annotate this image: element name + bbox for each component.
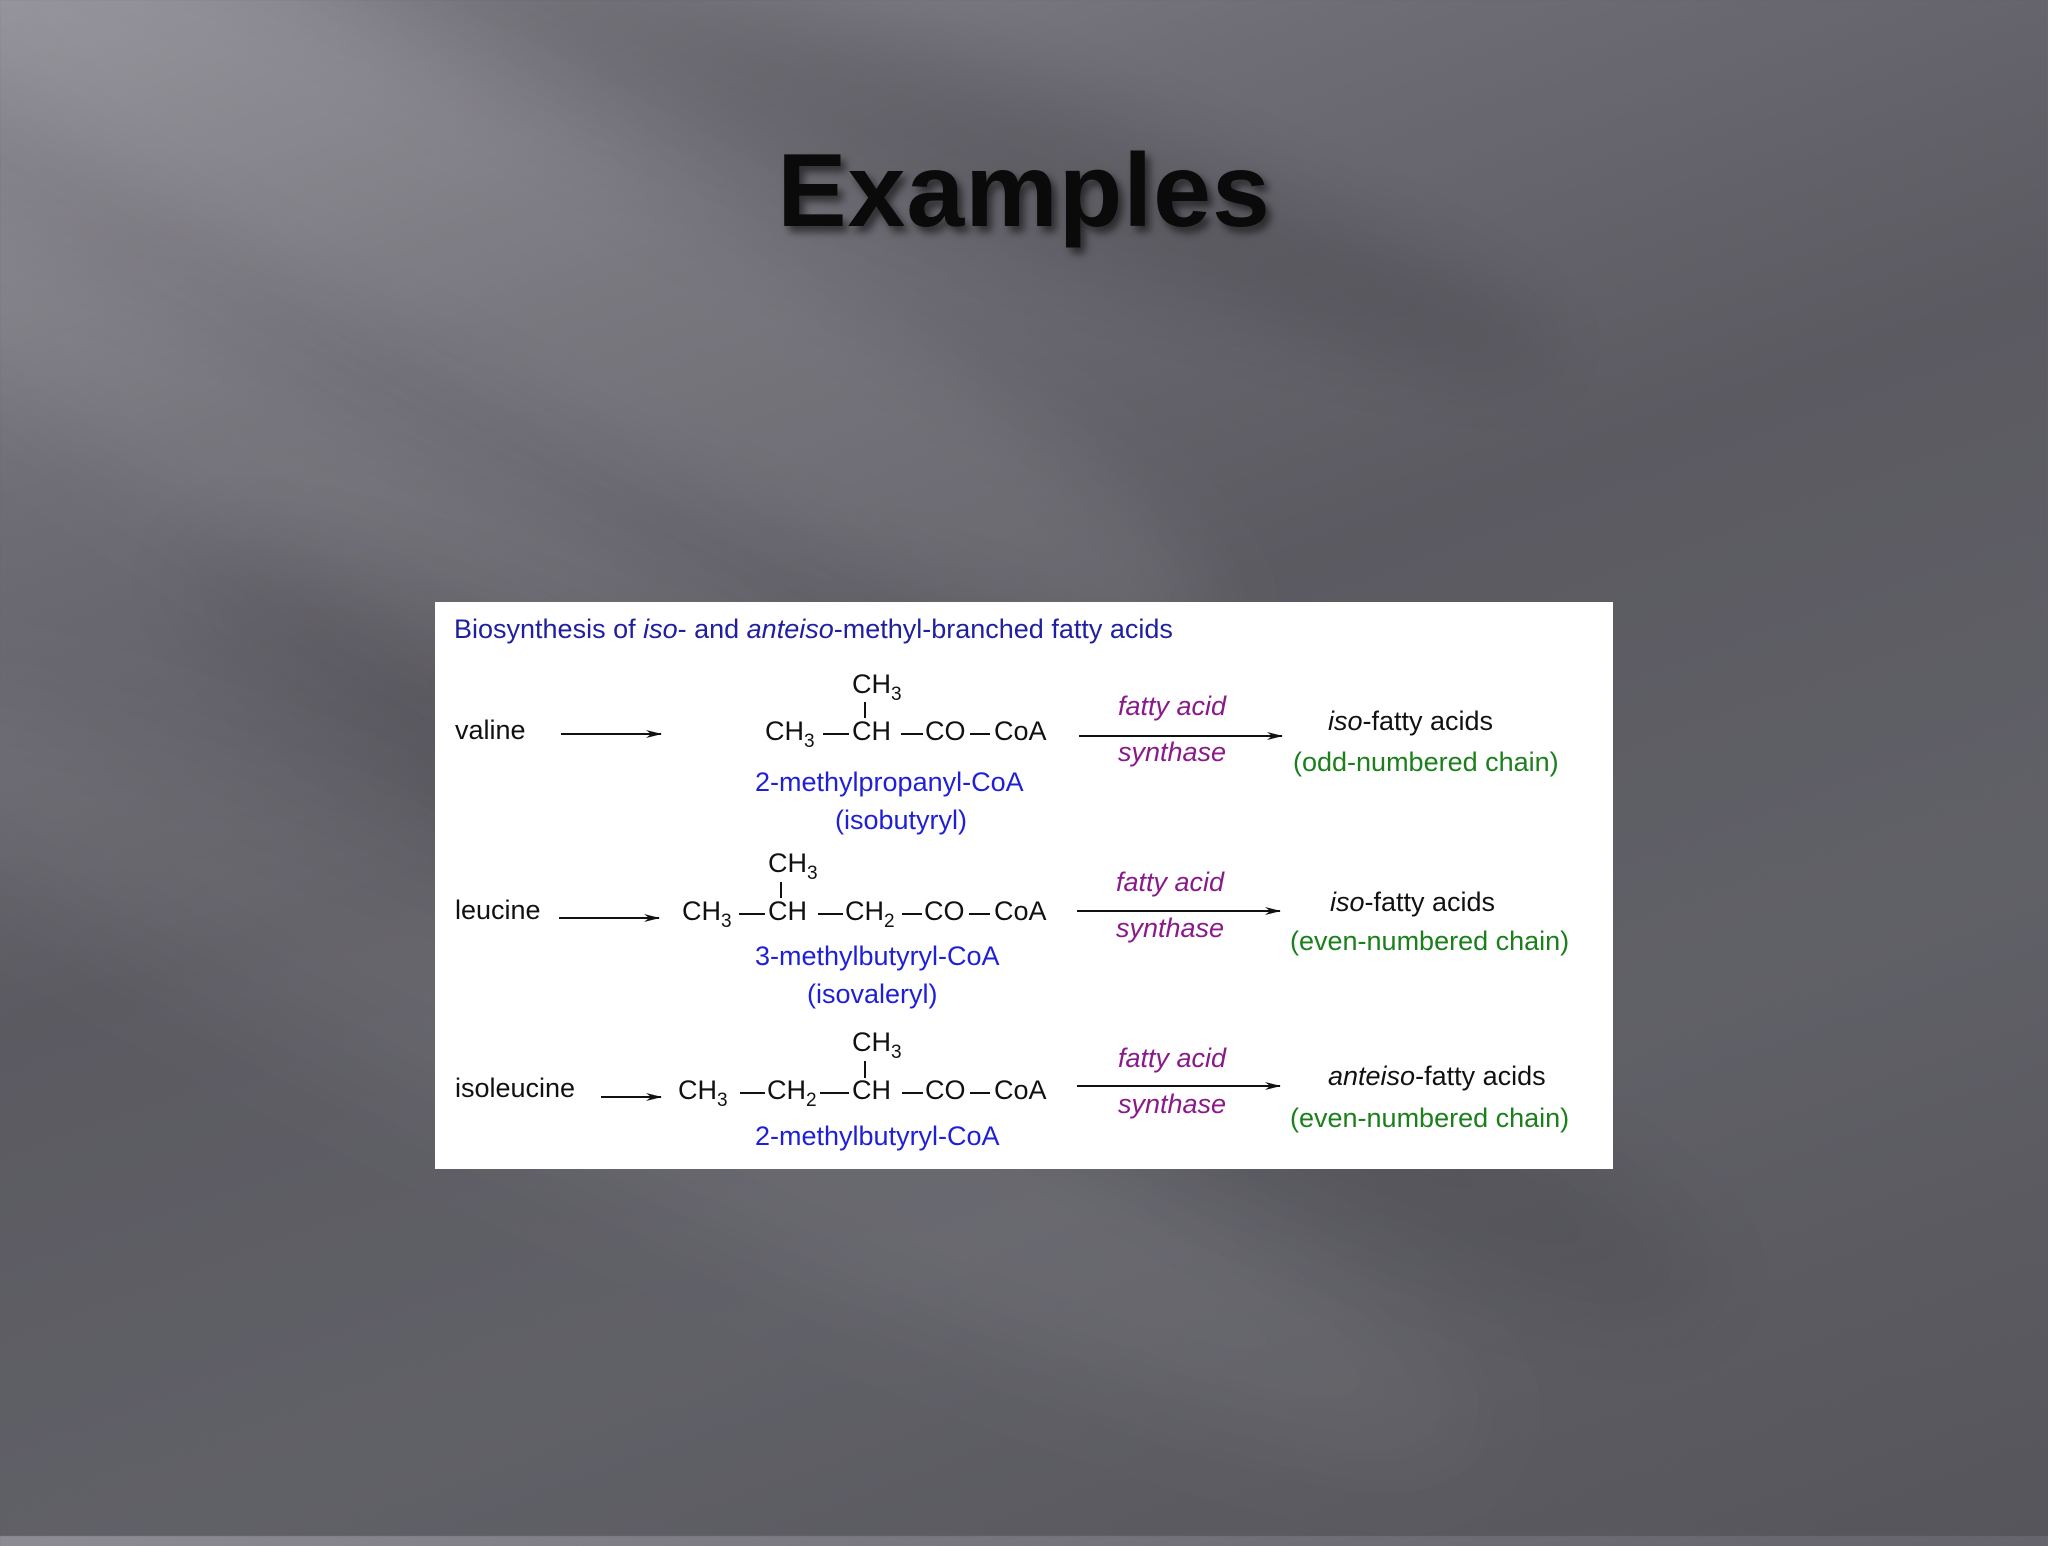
compound-name: 2-methylpropanyl-CoA: [755, 767, 1024, 797]
formula-group: CH: [852, 716, 891, 746]
formula-group: CoA: [994, 716, 1047, 746]
enzyme-label: synthase: [1118, 737, 1227, 767]
diagram-heading: Biosynthesis of iso- and anteiso-methyl-…: [454, 614, 1173, 644]
formula-group: CoA: [994, 896, 1047, 926]
formula-group: CH: [768, 896, 807, 926]
formula-group: CO: [924, 896, 965, 926]
enzyme-label: fatty acid: [1118, 691, 1227, 721]
compound-alias: (isobutyryl): [835, 805, 968, 835]
branch-methyl: CH3: [852, 669, 902, 705]
amino-acid-label: leucine: [455, 895, 541, 925]
diagram-lines: [559, 702, 1283, 1101]
compound-alias: (isovaleryl): [807, 979, 938, 1009]
branch-methyl: CH3: [768, 848, 818, 884]
amino-acid-label: isoleucine: [455, 1073, 576, 1103]
formula-group: CH2: [767, 1075, 817, 1111]
slide-title: Examples: [777, 133, 1271, 249]
biosynthesis-diagram: Biosynthesis of iso- and anteiso-methyl-…: [435, 602, 1613, 1169]
enzyme-label: synthase: [1118, 1089, 1227, 1119]
formula-group: CH3: [678, 1075, 728, 1111]
enzyme-label: fatty acid: [1116, 867, 1225, 897]
product-label: iso-fatty acids: [1330, 887, 1496, 917]
formula-group: CH3: [765, 716, 815, 752]
product-label: iso-fatty acids: [1328, 706, 1494, 736]
compound-name: 2-methylbutyryl-CoA: [755, 1121, 1000, 1151]
product-label: anteiso-fatty acids: [1328, 1061, 1546, 1091]
chain-label: (odd-numbered chain): [1293, 747, 1559, 777]
formula-group: CoA: [994, 1075, 1047, 1105]
formula-group: CO: [925, 1075, 966, 1105]
formula-group: CH2: [845, 896, 895, 932]
compound-name: 3-methylbutyryl-CoA: [755, 941, 1000, 971]
enzyme-label: fatty acid: [1118, 1043, 1227, 1073]
amino-acid-label: valine: [455, 715, 526, 745]
formula-group: CH: [852, 1075, 891, 1105]
formula-group: CH3: [682, 896, 732, 932]
formula-group: CO: [925, 716, 966, 746]
branch-methyl: CH3: [852, 1027, 902, 1063]
enzyme-label: synthase: [1116, 913, 1225, 943]
chain-label: (even-numbered chain): [1290, 1103, 1570, 1133]
chain-label: (even-numbered chain): [1290, 926, 1570, 956]
